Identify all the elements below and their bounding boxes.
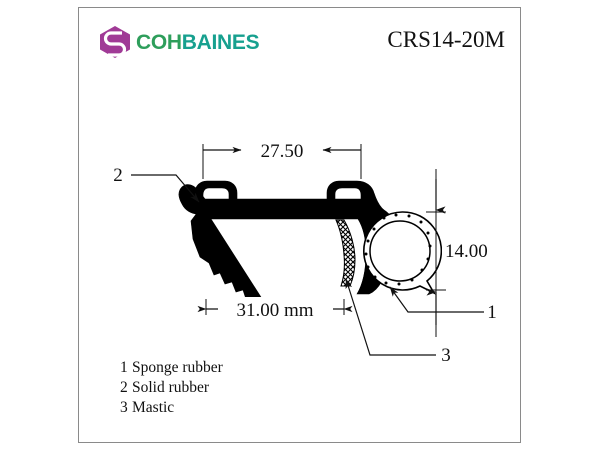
callout-2-label: 2 (113, 165, 123, 186)
dimension-27-50: 27.50 (202, 138, 362, 179)
legend-item-1-number: 1 (120, 359, 128, 376)
legend-item-3-number: 3 (120, 398, 128, 416)
callout-3: 3 (345, 278, 451, 366)
brand-logo-text: COHBAINES (136, 30, 260, 54)
brand-logo-text-baines: BAINES (181, 30, 260, 54)
brand-logo-text-coh: COH (136, 30, 182, 54)
drawing-frame (78, 7, 521, 443)
dimension-31-00-text: 31.00 mm (236, 300, 313, 321)
part-number-title: CRS14-20M (387, 27, 505, 52)
legend-item-2-number: 2 (120, 378, 128, 396)
sponge-rubber-bulb (363, 211, 443, 295)
sponge-texture-dots (364, 213, 432, 286)
drawing-header: COHBAINES CRS14-20M (78, 7, 521, 79)
seal-profile-technical-drawing: 27.50 31.00 mm 14.00 2 (113, 138, 504, 366)
dimension-14-00: 14.00 (426, 169, 504, 337)
legend-item-1-text: Sponge rubber (132, 359, 223, 376)
callout-3-label: 3 (441, 345, 451, 366)
callout-1: 1 (389, 286, 497, 323)
mastic-strip (335, 219, 356, 287)
callout-2: 2 (113, 165, 200, 203)
legend-item-3-text: Mastic (132, 398, 175, 416)
dimension-27-50-text: 27.50 (261, 141, 304, 162)
callout-1-label: 1 (487, 302, 497, 323)
solid-rubber-body (178, 180, 396, 314)
legend-item-2-text: Solid rubber (132, 378, 210, 396)
cohbaines-hexagon-logo-icon (100, 26, 130, 58)
dimension-14-00-text: 14.00 (445, 241, 488, 262)
brand-logo: COHBAINES (98, 25, 260, 59)
dimension-31-00: 31.00 mm (197, 297, 353, 321)
